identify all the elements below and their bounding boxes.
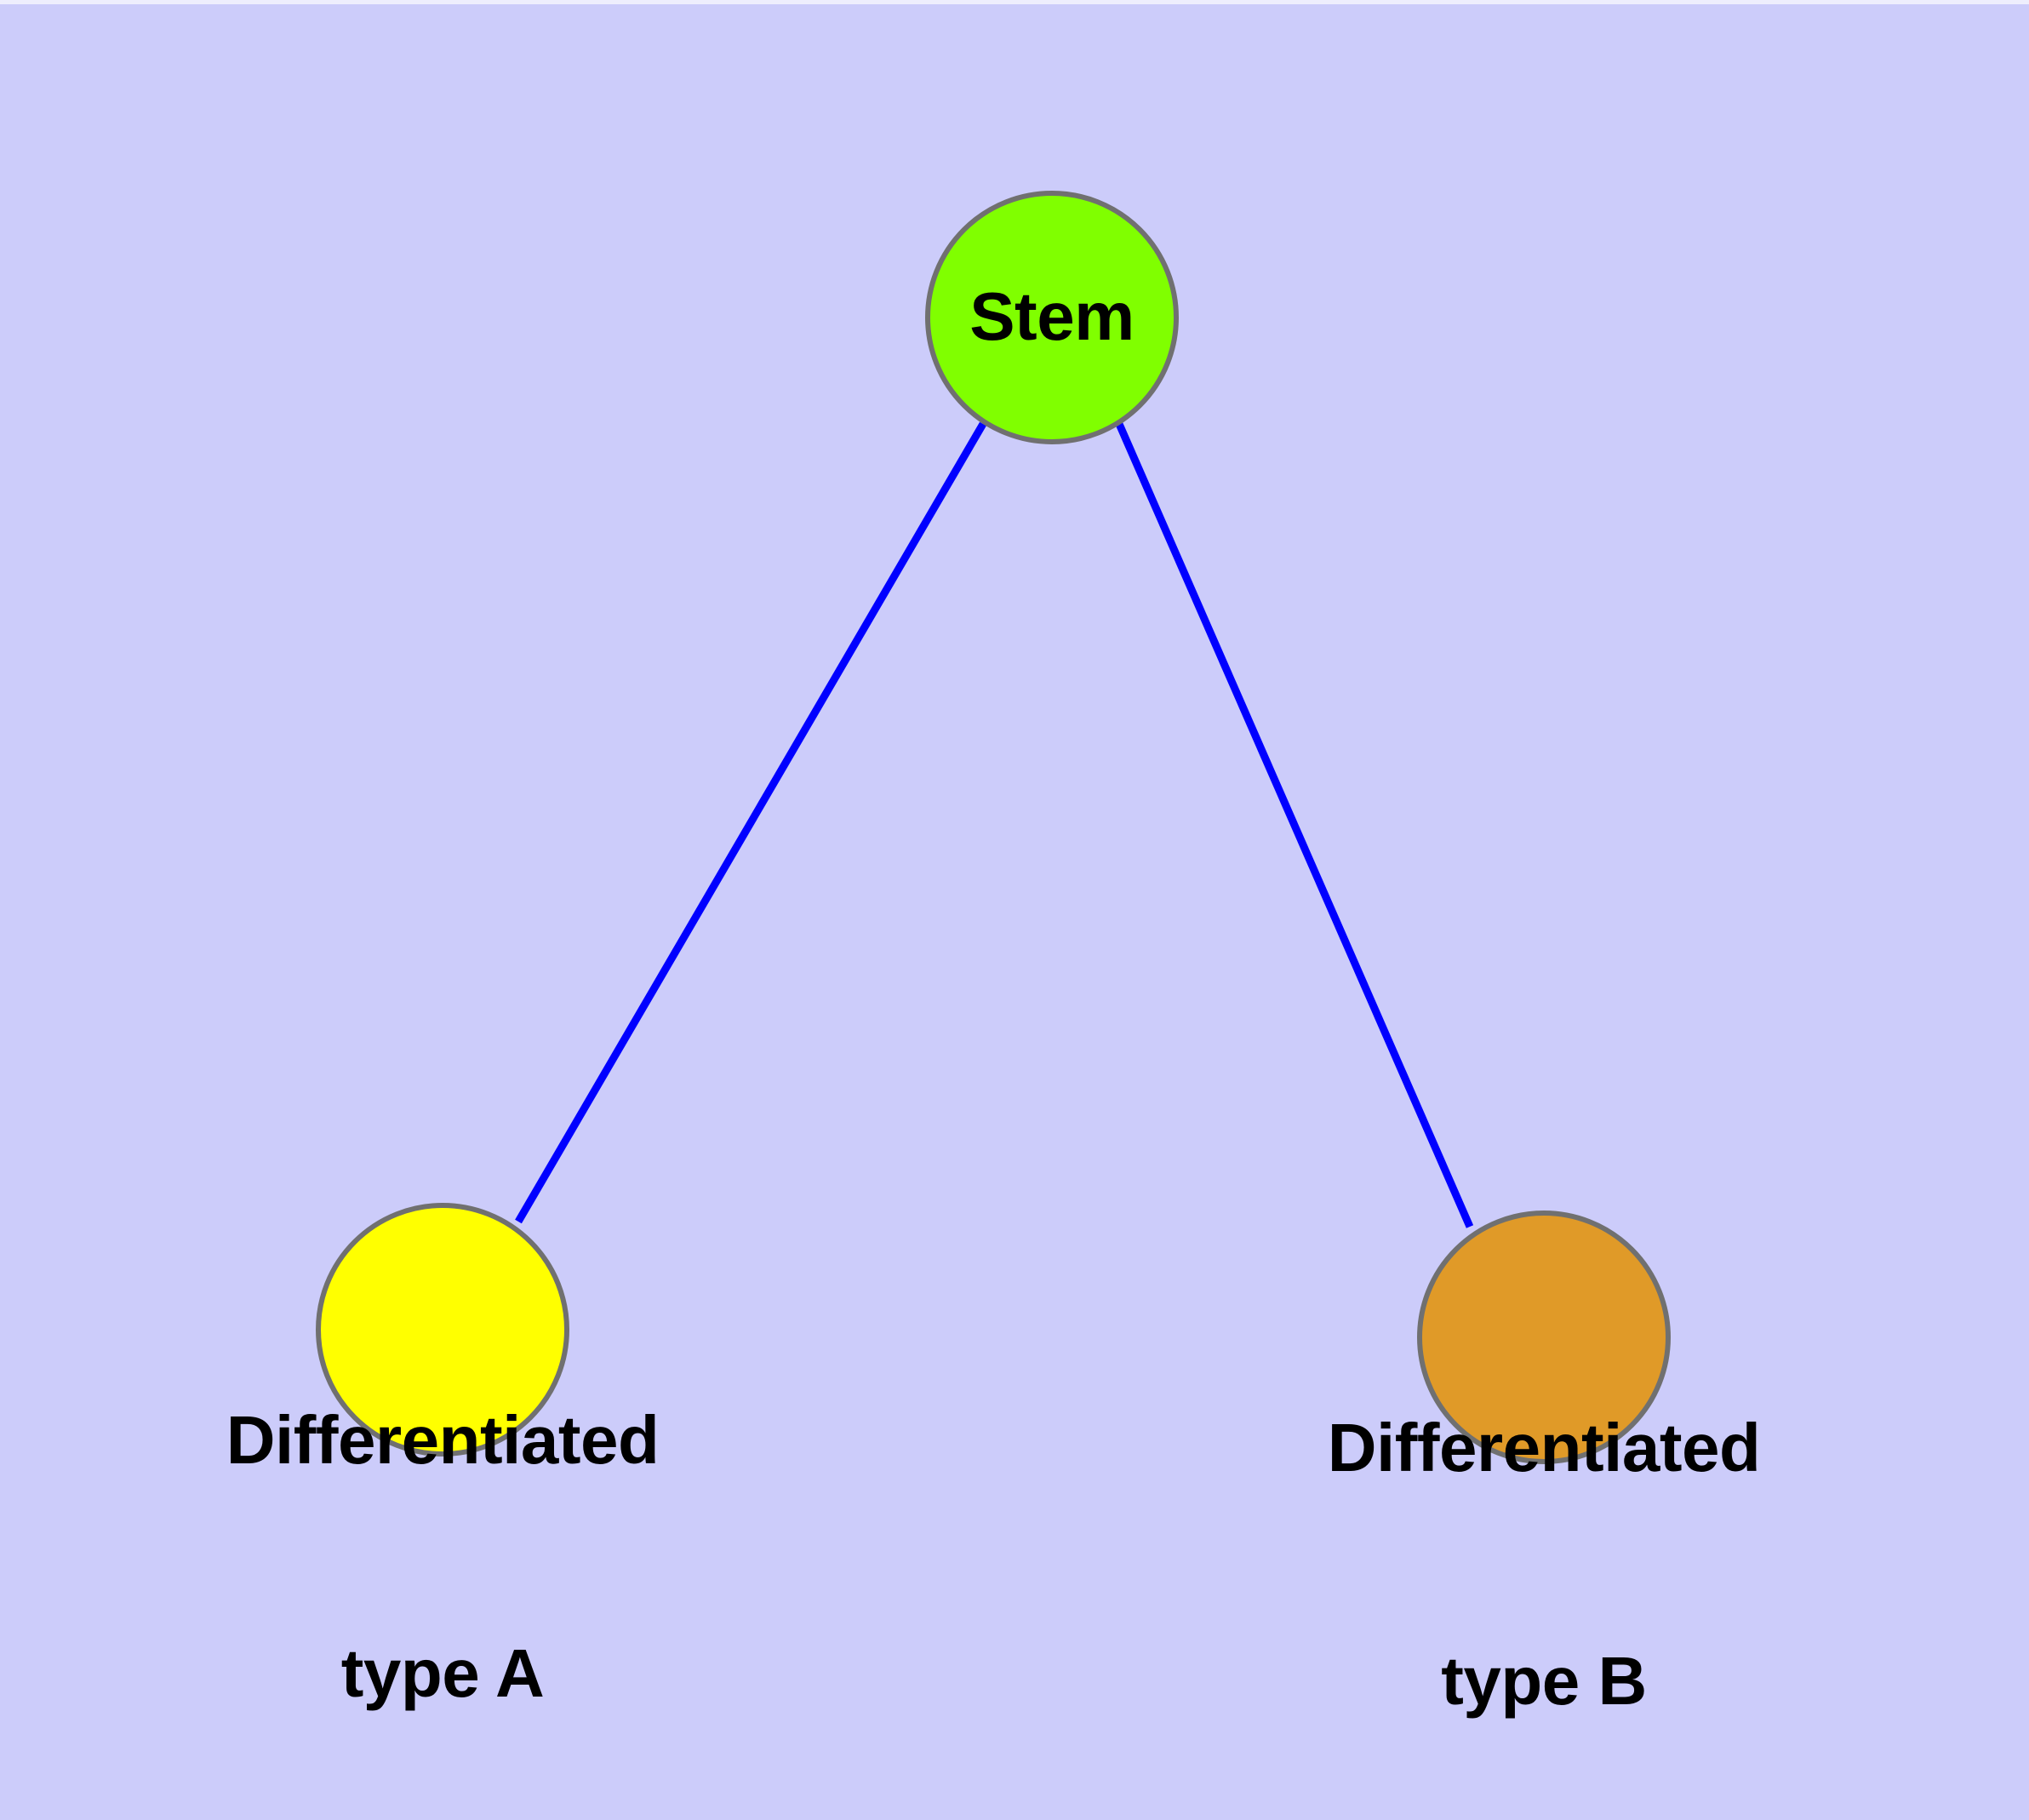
- canvas-top-edge-strip: [0, 0, 2029, 4]
- edge-stem-to-type-a[interactable]: [515, 421, 986, 1224]
- node-differentiated-type-a[interactable]: [316, 1203, 569, 1457]
- edge-layer: [515, 421, 1474, 1228]
- node-differentiated-type-b[interactable]: [1417, 1210, 1671, 1464]
- edge-stem-to-type-b[interactable]: [1115, 422, 1474, 1228]
- node-layer: [316, 191, 1671, 1464]
- node-stem[interactable]: [925, 191, 1179, 444]
